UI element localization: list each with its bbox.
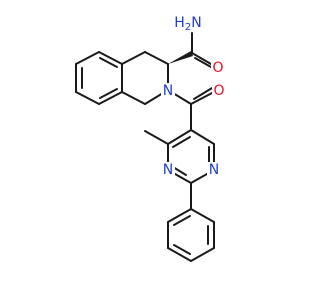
methyl-bond [144,130,169,145]
structure-canvas: H2N O N O N N [75,14,226,262]
ring-nitrogen-label: N [163,83,173,99]
acyl-oxygen-label: O [213,83,224,99]
saturated-ring [121,51,169,105]
atom-labels: H2N O N O N N [161,14,226,178]
amide-oxygen-label: O [212,60,223,76]
pyrimidine-ring [167,129,215,184]
carboxamide-group [191,32,212,68]
phenyl-ring [167,208,215,262]
pyrimidine-n3-label: N [209,162,219,178]
benzo-ring [75,51,123,105]
stereo-wedge [168,51,193,64]
molecule-structure-diagram: H2N O N O N N [75,14,226,262]
amide-nitrogen-label: H2N [174,15,201,33]
pyrimidine-n1-label: N [163,162,173,178]
